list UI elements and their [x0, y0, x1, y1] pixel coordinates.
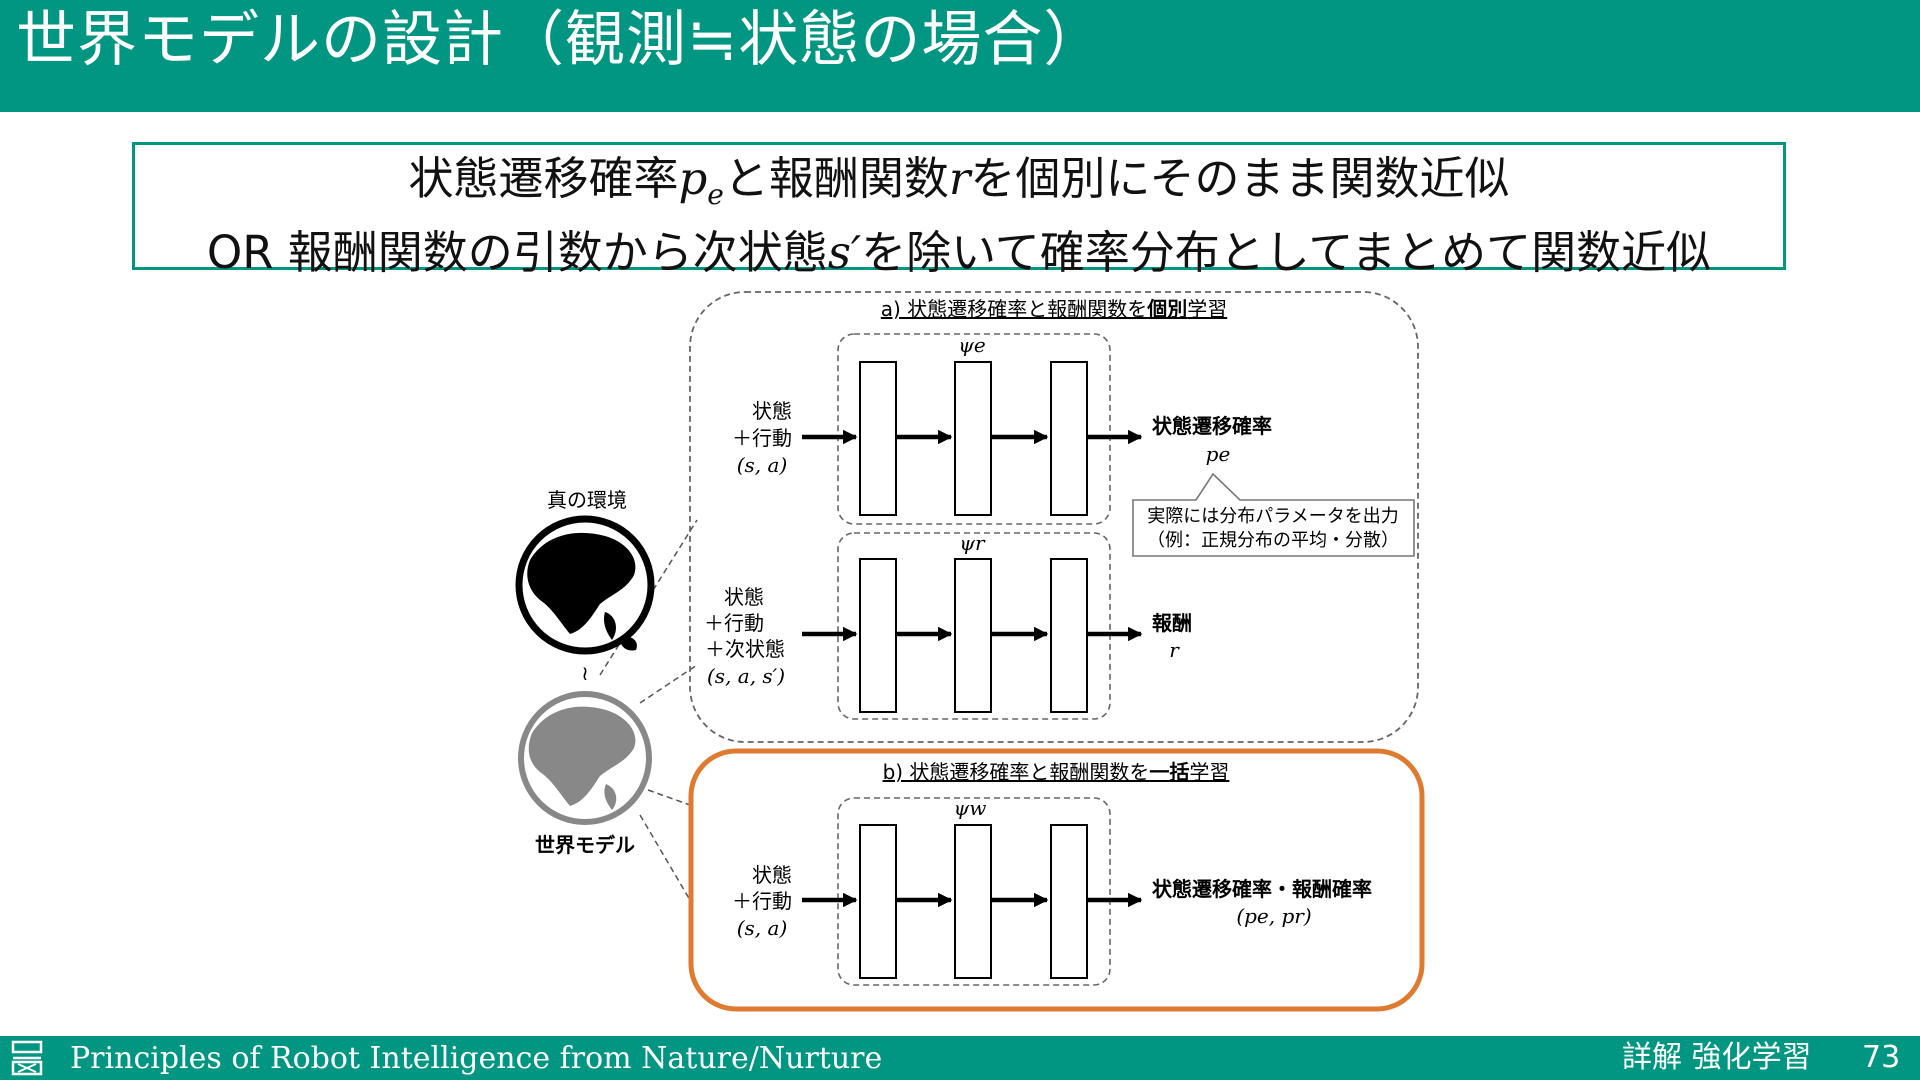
- footer-brand: Principles of Robot Intelligence from Na…: [70, 1041, 883, 1076]
- env-label: 真の環境: [547, 488, 627, 512]
- section-b-title: b) 状態遷移確率と報酬関数を一括学習: [883, 760, 1230, 784]
- output-b-symbol: (pe, pr): [1236, 904, 1311, 928]
- globe-model-icon: [518, 691, 652, 825]
- svg-text:状態: 状態: [724, 585, 764, 609]
- psi-e-symbol: ψe: [958, 333, 986, 357]
- svg-text:（例：正規分布の平均・分散）: （例：正規分布の平均・分散）: [1147, 530, 1399, 551]
- logo-icon: [11, 1040, 43, 1076]
- math-var: r: [948, 152, 971, 205]
- svg-text:(s, a, s′): (s, a, s′): [707, 664, 785, 688]
- output-b-label: 状態遷移確率・報酬確率: [1152, 877, 1372, 901]
- svg-text:＋行動: ＋行動: [704, 611, 764, 635]
- psi-w-symbol: ψw: [954, 796, 987, 820]
- svg-text:状態: 状態: [752, 399, 792, 423]
- svg-text:＋次状態: ＋次状態: [705, 637, 785, 661]
- output-1-label: 状態遷移確率: [1152, 414, 1272, 438]
- slide-footer: Principles of Robot Intelligence from Na…: [0, 1036, 1920, 1080]
- section-b-box: [688, 748, 1425, 1012]
- svg-text:状態: 状態: [752, 863, 792, 887]
- section-a-title: a) 状態遷移確率と報酬関数を個別学習: [881, 297, 1227, 321]
- network-psi-e: [802, 333, 1143, 525]
- math-subscript: e: [707, 178, 724, 211]
- approx-symbol: ≀: [581, 661, 589, 685]
- globe-real-icon: [515, 515, 655, 655]
- svg-text:(s, a): (s, a): [737, 916, 788, 940]
- output-2-symbol: r: [1169, 638, 1180, 662]
- slide-title: 世界モデルの設計（観測≒状態の場合）: [16, 5, 1105, 75]
- svg-text:(s, a): (s, a): [737, 453, 788, 477]
- math-var: p: [678, 152, 708, 205]
- summary-text: 状態遷移確率: [408, 152, 679, 205]
- svg-text:＋行動: ＋行動: [732, 889, 792, 913]
- slide-header: 世界モデルの設計（観測≒状態の場合）: [0, 0, 1920, 112]
- input-b-label: 状態 ＋行動 (s, a): [732, 863, 792, 940]
- summary-box: 状態遷移確率peと報酬関数rを個別にそのまま関数近似 OR 報酬関数の引数から次…: [132, 142, 1786, 279]
- math-var: s′: [827, 226, 862, 279]
- summary-text: を個別にそのまま関数近似: [970, 152, 1510, 205]
- svg-text:＋行動: ＋行動: [732, 426, 792, 450]
- summary-line-2: OR 報酬関数の引数から次状態s′を除いて確率分布としてまとめて関数近似: [135, 224, 1783, 282]
- network-psi-w: [802, 797, 1143, 986]
- callout-box: 実際には分布パラメータを出力 （例：正規分布の平均・分散）: [1132, 472, 1415, 557]
- page-number: 73: [1862, 1040, 1901, 1075]
- network-psi-r: [802, 532, 1143, 720]
- summary-line-1: 状態遷移確率peと報酬関数rを個別にそのまま関数近似: [135, 150, 1783, 224]
- output-1-symbol: pe: [1206, 442, 1231, 466]
- input-2-label: 状態 ＋行動 ＋次状態 (s, a, s′): [704, 585, 785, 688]
- psi-r-symbol: ψr: [959, 531, 986, 555]
- output-2-label: 報酬: [1152, 611, 1192, 635]
- summary-text: OR 報酬関数の引数から次状態: [206, 226, 828, 279]
- summary-text: と報酬関数: [723, 152, 949, 205]
- world-model-label: 世界モデル: [535, 833, 635, 857]
- section-a-box: [689, 291, 1419, 743]
- summary-text: を除いて確率分布としてまとめて関数近似: [861, 226, 1712, 279]
- footer-book-title: 詳解 強化学習: [1622, 1040, 1812, 1075]
- input-1-label: 状態 ＋行動 (s, a): [732, 399, 792, 477]
- svg-text:実際には分布パラメータを出力: 実際には分布パラメータを出力: [1147, 506, 1398, 527]
